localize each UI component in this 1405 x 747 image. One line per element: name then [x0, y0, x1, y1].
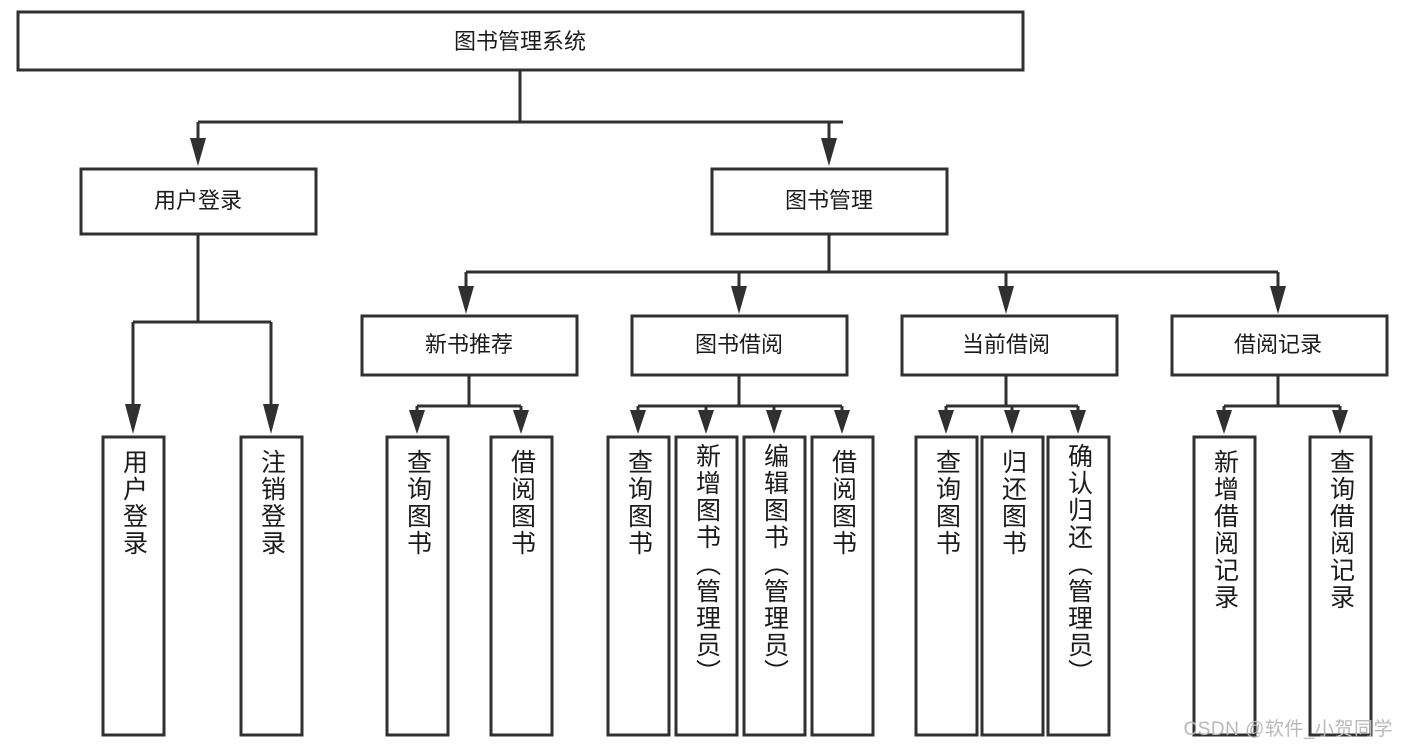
- connector-bookborrow-to-leaves: [630, 375, 850, 434]
- node-new-book-recommend-box[interactable]: [360, 314, 579, 377]
- node-user-login-box[interactable]: [79, 167, 318, 236]
- leaf-box-book-borrow-3[interactable]: [810, 435, 875, 737]
- leaf-box-borrow-record-0[interactable]: [1192, 435, 1257, 737]
- node-current-borrow-label: 当前借阅: [962, 332, 1050, 357]
- node-root-label: 图书管理系统: [454, 29, 586, 54]
- leaf-box-borrow-record-1[interactable]: [1308, 435, 1373, 737]
- node-user-login-label: 用户登录: [154, 188, 242, 213]
- leaf-box-current-borrow-2[interactable]: [1046, 435, 1111, 737]
- connector-currentborrow-to-leaves: [938, 375, 1086, 434]
- node-root[interactable]: 图书管理系统: [16, 10, 1025, 72]
- connector-root-to-level2: [190, 70, 843, 166]
- node-borrow-record-box[interactable]: [1170, 314, 1389, 377]
- watermark-text: CSDN @软件_小贺同学: [1183, 719, 1393, 740]
- node-new-book-recommend-label: 新书推荐: [425, 332, 513, 357]
- leaf-box-current-borrow-0[interactable]: [914, 435, 979, 737]
- connector-borrowrecord-to-leaves: [1216, 375, 1348, 434]
- node-new-book-recommend[interactable]: 新书推荐: [360, 314, 579, 377]
- node-current-borrow-box[interactable]: [900, 314, 1119, 377]
- leaf-box-user-login-1[interactable]: [239, 435, 304, 737]
- leaf-box-book-borrow-1[interactable]: [674, 435, 739, 737]
- leaf-box-new-book-1[interactable]: [489, 435, 554, 737]
- node-user-login[interactable]: 用户登录: [79, 167, 318, 236]
- leaf-box-current-borrow-1[interactable]: [980, 435, 1045, 737]
- node-root-box[interactable]: [16, 10, 1025, 72]
- node-book-management-label: 图书管理: [785, 188, 873, 213]
- leaf-box-new-book-0[interactable]: [385, 435, 450, 737]
- leaf-box-book-borrow-2[interactable]: [742, 435, 807, 737]
- node-book-borrow[interactable]: 图书借阅: [630, 314, 849, 377]
- connector-userlogin-to-leaves: [125, 234, 279, 434]
- node-book-borrow-label: 图书借阅: [695, 332, 783, 357]
- connector-newbook-to-leaves: [409, 375, 529, 434]
- node-borrow-record-label: 借阅记录: [1234, 332, 1322, 357]
- node-book-management-box[interactable]: [710, 167, 949, 236]
- leaf-box-user-login-0[interactable]: [101, 435, 166, 737]
- node-current-borrow[interactable]: 当前借阅: [900, 314, 1119, 377]
- node-borrow-record[interactable]: 借阅记录: [1170, 314, 1389, 377]
- connector-bookmgmt-to-level3: [458, 234, 1286, 314]
- leaf-box-book-borrow-0[interactable]: [606, 435, 671, 737]
- node-book-borrow-box[interactable]: [630, 314, 849, 377]
- node-book-management[interactable]: 图书管理: [710, 167, 949, 236]
